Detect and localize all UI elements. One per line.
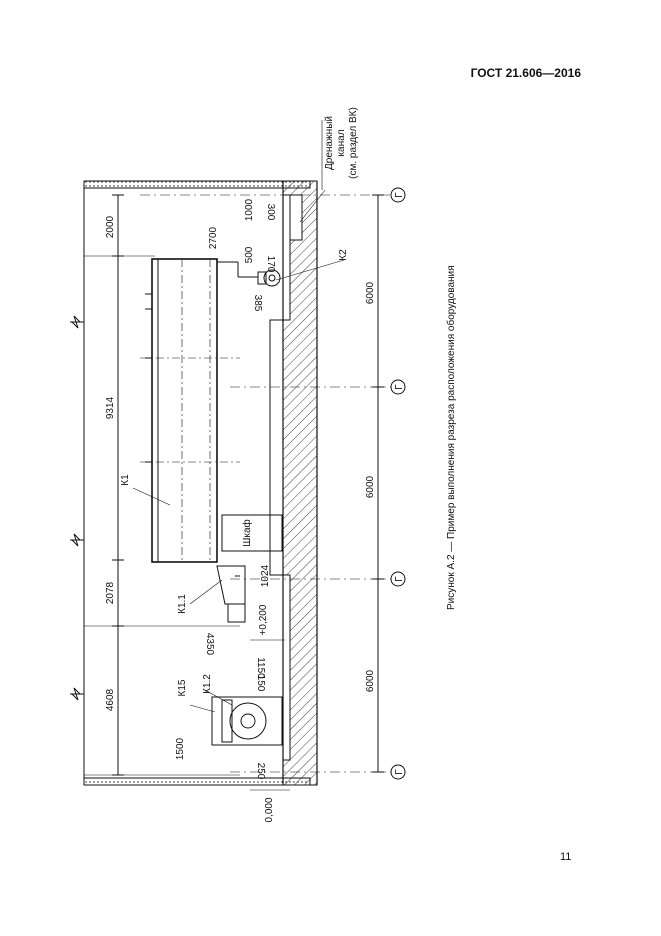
level-raised: +0,200 bbox=[258, 604, 269, 635]
drain-label-line-2: канал bbox=[336, 129, 347, 156]
dim-2700: 2700 bbox=[208, 226, 219, 249]
bottom-wall bbox=[83, 777, 311, 786]
dim-1500: 1500 bbox=[175, 737, 186, 760]
label-k15: К15 bbox=[177, 679, 188, 696]
control-cabinet bbox=[221, 514, 283, 552]
label-k1-1: К1.1 bbox=[177, 594, 188, 614]
page-number: 11 bbox=[560, 851, 572, 863]
span-1: 6000 bbox=[365, 281, 376, 304]
label-k1: К1 bbox=[120, 474, 131, 486]
dim-4350: 4350 bbox=[204, 633, 215, 656]
dim-2078: 2078 bbox=[105, 581, 116, 604]
pump-k2 bbox=[257, 269, 281, 287]
figure-caption: Рисунок А.2 — Пример выполнения разреза … bbox=[446, 265, 457, 610]
dim-2000: 2000 bbox=[105, 215, 116, 238]
axis-bubble-2 bbox=[390, 379, 406, 395]
dim-170: 170 bbox=[265, 256, 276, 273]
span-3: 6000 bbox=[365, 669, 376, 692]
floor-slab bbox=[282, 180, 318, 786]
dim-150: 150 bbox=[255, 675, 266, 692]
span-2: 6000 bbox=[365, 475, 376, 498]
dim-1024: 1024 bbox=[260, 564, 271, 587]
boiler-k1 bbox=[140, 258, 258, 563]
axis-label-3: Г bbox=[394, 576, 405, 582]
dim-300: 300 bbox=[265, 204, 276, 221]
level-floor: 0,000 bbox=[264, 797, 275, 822]
axis-bubble-4 bbox=[390, 764, 406, 780]
burner-k1-1 bbox=[216, 565, 246, 623]
axis-bubble-3 bbox=[390, 571, 406, 587]
axis-label-2: Г bbox=[394, 384, 405, 390]
label-k2: К2 bbox=[338, 249, 349, 261]
label-k1-2: К1.2 bbox=[202, 674, 213, 694]
drain-label-line-1: Дренажный bbox=[324, 116, 335, 170]
axis-label-4: Г bbox=[394, 769, 405, 775]
dim-1150: 1150 bbox=[255, 657, 266, 679]
dim-250: 250 bbox=[255, 763, 266, 780]
dim-385: 385 bbox=[252, 295, 263, 312]
dim-9314: 9314 bbox=[105, 396, 116, 419]
dim-1000: 1000 bbox=[244, 198, 255, 221]
drain-channel bbox=[289, 194, 303, 241]
dim-4608: 4608 bbox=[105, 688, 116, 711]
boiler-base bbox=[269, 319, 284, 576]
pump-k1-2 bbox=[211, 696, 283, 746]
axis-label-1: Г bbox=[394, 192, 405, 198]
drain-label-line-3: (см. раздел ВК) bbox=[348, 107, 359, 179]
break-lines bbox=[70, 315, 84, 701]
document-header: ГОСТ 21.606—2016 bbox=[470, 66, 581, 80]
label-cabinet: Шкаф bbox=[241, 519, 253, 547]
dim-500: 500 bbox=[244, 246, 255, 263]
top-wall bbox=[83, 180, 311, 189]
left-dimension-chain bbox=[84, 194, 240, 776]
axis-lines bbox=[140, 194, 392, 773]
axis-bubble-1 bbox=[390, 187, 406, 203]
